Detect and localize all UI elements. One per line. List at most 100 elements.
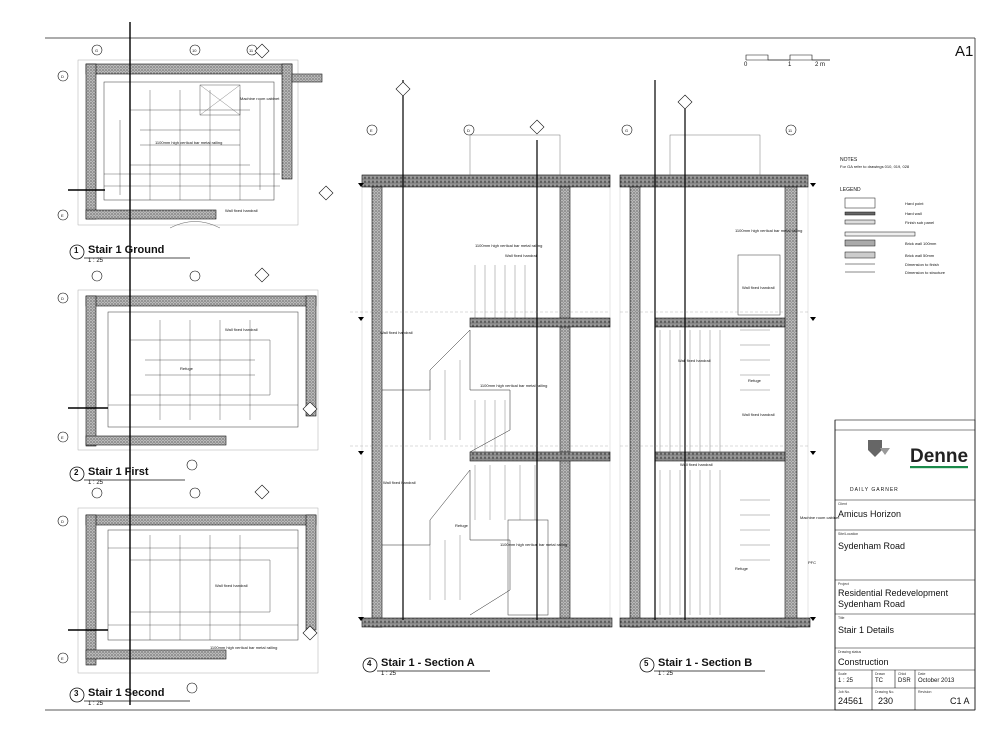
scale-label: Scale [838,672,847,676]
grid-label: D [61,519,64,524]
grid-label: E [370,128,373,133]
annotation: Wall fixed handrail [383,480,416,485]
annotation: Machine room cabinet [240,96,280,101]
grid-label: 11 [788,128,793,133]
site-label: Site/Location [838,532,859,536]
plan-first [68,289,319,451]
view-number: 5 [644,659,649,668]
view-scale: 1 : 25 [88,701,104,707]
grid-label: G [95,48,99,53]
grid-markers [57,44,797,694]
view-title: Stair 1 - Section B [658,657,753,669]
annotation: Refuge [180,366,193,371]
scale-bar [745,54,830,61]
section-b [619,80,811,628]
legend-heading: LEGEND [840,187,861,193]
annotation: 1100mm high vertical bar metal railing [735,228,803,233]
drawing-label: Drawing No. [875,690,895,694]
architect-name: DAILY GARNER [850,487,899,493]
notes-heading: NOTES [840,157,858,163]
annotation: Refuge [455,523,468,528]
grid-label: 10 [192,48,197,53]
annotation: Wall fixed handrail [380,330,413,335]
title-label: Title [838,616,845,620]
annotation: 1100mm high vertical bar metal railing [210,645,278,650]
annotation: Machine room cabinet [800,515,840,520]
checked-value: DSR [898,678,911,684]
view-number: 2 [74,468,79,477]
view-scale: 1 : 25 [88,480,104,486]
annotation: Wall fixed handrail [505,253,538,258]
sheet-frame [45,37,976,711]
level-markers [358,183,816,621]
annotation: Wall fixed handrail [225,327,258,332]
date-value: October 2013 [918,678,955,684]
view-number: 1 [74,246,79,255]
notes-text: For GA refer to drawings 010, 019, 028 [840,164,910,169]
legend-item: Dimension to finish [905,262,939,267]
annotation: Wall fixed handrail [680,462,713,467]
drawing-value: 230 [878,696,894,706]
site-value: Sydenham Road [838,541,906,551]
annotation: Wall fixed handrail [742,412,775,417]
plan-second [68,507,319,674]
title-value: Stair 1 Details [838,625,895,635]
annotation: Wall fixed handrail [678,358,711,363]
architect-logo [868,440,890,457]
client-value: Amicus Horizon [838,509,902,519]
scalebar-tick-2: 2 m [815,62,826,68]
grid-label: E [61,656,64,661]
view-scale: 1 : 25 [658,671,674,677]
sheet-size-label: A1 [955,43,974,60]
scalebar-tick-1: 1 [788,62,792,68]
scale-value: 1 : 25 [838,678,854,684]
grid-label: E [61,435,64,440]
annotation: Wall fixed handrail [215,583,248,588]
annotation: Refuge [748,378,761,383]
annotation: 1100mm high vertical bar metal railing [475,243,543,248]
legend-swatches [844,197,916,273]
revision-value: C1 A [950,696,970,706]
plan-ground [68,59,323,229]
scalebar-tick-0: 0 [744,62,748,68]
job-value: 24561 [838,696,864,706]
view-title: Stair 1 Second [88,687,165,699]
status-label: Drawing status [838,650,862,654]
view-scale: 1 : 25 [88,258,104,264]
annotation: 1100mm high vertical bar metal railing [480,383,548,388]
checked-label: Chkd [898,672,907,676]
legend-item: Dimension to structure [905,270,946,275]
annotation: 1100mm high vertical bar metal railing [500,542,568,547]
view-title: Stair 1 - Section A [381,657,475,669]
status-value: Construction [838,657,889,667]
project-label: Project [838,582,849,586]
job-label: Job No. [838,690,851,694]
section-markers [254,43,693,641]
view-number: 4 [367,659,372,668]
grid-label: 11 [249,48,254,53]
view-title: Stair 1 First [88,466,149,478]
annotation: PFC [808,560,816,565]
date-label: Date [918,672,926,676]
contractor-logo-underline [910,466,968,469]
annotation: Refuge [735,566,748,571]
revision-label: Revision [918,690,932,694]
grid-label: D [61,296,64,301]
legend-item: Hard wall [905,211,922,216]
view-scale: 1 : 25 [381,671,397,677]
legend-item: Brick wall 100mm [905,241,937,246]
drawn-value: TC [875,678,883,684]
grid-label: E [61,213,64,218]
drawn-label: Drawn [875,672,886,676]
section-a [350,80,613,628]
view-title: Stair 1 Ground [88,244,165,256]
title-block-frame [834,419,976,711]
annotation: Wall fixed handrail [225,208,258,213]
client-label: Client [838,502,847,506]
contractor-name: Denne [910,446,969,467]
grid-label: D [61,74,64,79]
legend-item: Brick wall 50mm [905,253,935,258]
legend-item: Finish sub panel [905,220,935,225]
